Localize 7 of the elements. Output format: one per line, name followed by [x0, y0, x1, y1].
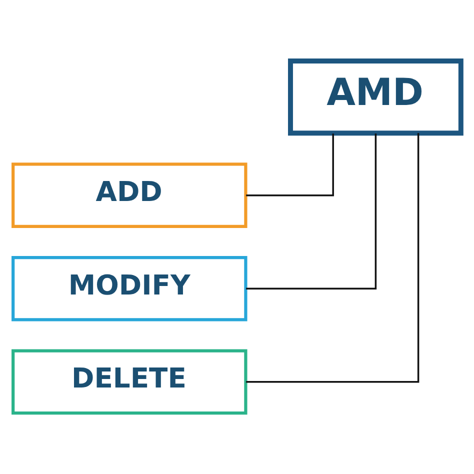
connector [246, 134, 377, 290]
connector [246, 133, 420, 383]
node-box: AMD [288, 58, 464, 136]
node-box: DELETE [12, 349, 248, 415]
node-box: MODIFY [12, 256, 248, 322]
connector [246, 134, 334, 196]
node-box: ADD [12, 162, 248, 228]
